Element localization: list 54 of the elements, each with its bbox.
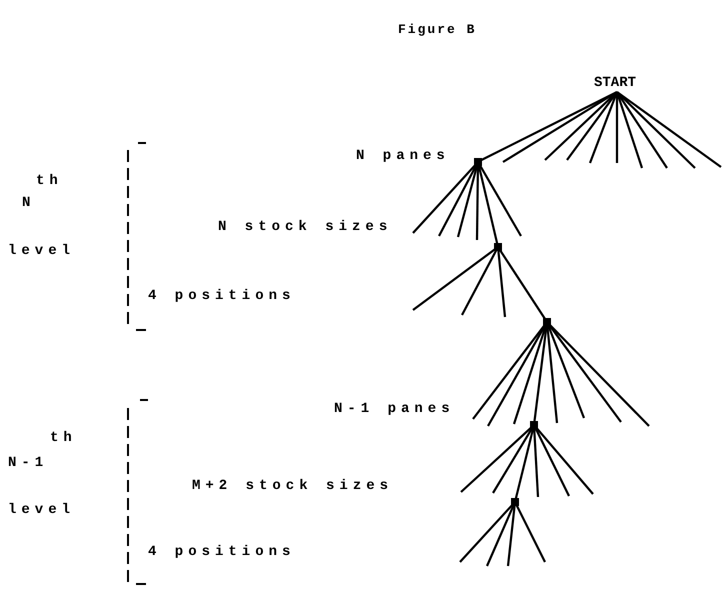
level-label: level — [8, 503, 76, 517]
branch-line — [412, 164, 476, 234]
branch-line — [472, 324, 546, 420]
level-label: N-1 panes — [334, 402, 455, 416]
level-label: N stock sizes — [218, 220, 392, 234]
branch-line — [459, 504, 514, 563]
branch-line — [478, 166, 498, 244]
branch-line — [546, 326, 558, 424]
branch-line — [460, 426, 532, 493]
figure-title: Figure B — [398, 21, 476, 39]
branch-line — [533, 428, 540, 498]
level-label: N panes — [356, 149, 450, 163]
branch-point — [543, 318, 551, 326]
branch-line — [616, 91, 668, 169]
branch-line — [502, 91, 618, 163]
branch-line — [616, 92, 618, 163]
level-label: level — [8, 244, 76, 258]
branch-line — [499, 250, 546, 320]
branch-line — [549, 324, 650, 427]
branch-line — [487, 324, 546, 427]
root-label: START — [586, 74, 644, 92]
branch-line — [492, 428, 533, 494]
branch-line — [456, 166, 478, 238]
branch-point — [474, 158, 482, 166]
branch-line — [461, 250, 498, 316]
branch-point — [511, 498, 519, 506]
superscript-label: th — [36, 174, 63, 188]
branch-line — [476, 166, 480, 240]
branch-line — [512, 325, 547, 424]
branch-line — [479, 164, 522, 237]
branch-line — [486, 505, 514, 566]
level-label: N — [22, 196, 36, 210]
branch-line — [438, 165, 478, 237]
branch-line — [533, 326, 548, 422]
branch-line — [536, 427, 594, 495]
branch-line — [516, 505, 546, 562]
branch-line — [480, 91, 618, 161]
branch-point — [530, 421, 538, 429]
level-label: M+2 stock sizes — [192, 479, 394, 493]
level-label: 4 positions — [148, 545, 296, 559]
branch-line — [616, 91, 696, 169]
branch-line — [534, 428, 570, 496]
superscript-label: th — [50, 431, 77, 445]
branch-line — [497, 250, 506, 318]
branch-line — [514, 428, 534, 498]
level-label: 4 positions — [148, 289, 296, 303]
level-label: N-1 — [8, 456, 48, 470]
branch-line — [547, 325, 586, 418]
branch-line — [412, 248, 496, 311]
branch-line — [544, 91, 618, 161]
branch-line — [616, 91, 722, 168]
branch-line — [548, 324, 622, 423]
branch-point — [494, 243, 502, 251]
branch-line — [506, 506, 516, 566]
